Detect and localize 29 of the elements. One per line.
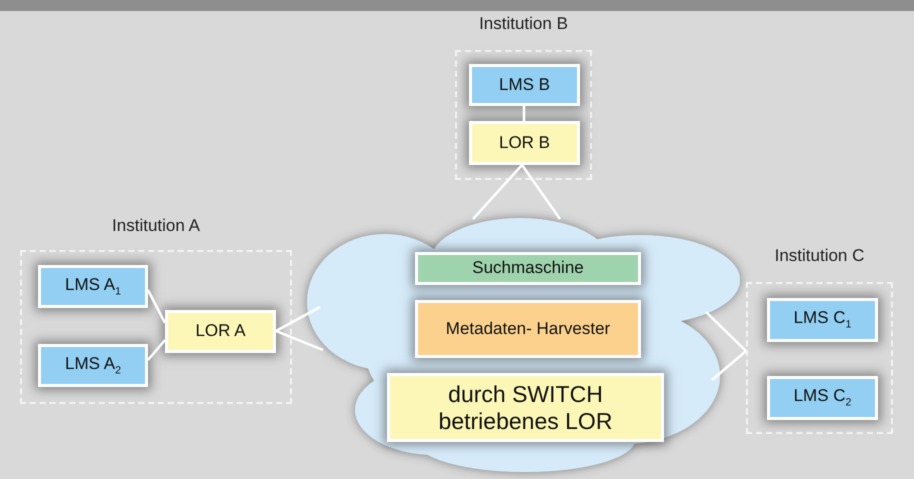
box-label: LMS C$_{2}$: [794, 386, 852, 410]
box-label: Metadaten- Harvester: [446, 318, 610, 340]
group-heading: Institution C: [774, 245, 866, 267]
connector-line: [147, 339, 166, 361]
system-box: [469, 64, 580, 106]
box-label: LOR B: [498, 132, 550, 154]
connector-line: [704, 310, 748, 382]
system-box: [767, 376, 878, 420]
system-box: [38, 344, 148, 387]
box-label: LMS A$_{2}$: [65, 354, 121, 378]
box-label: durch SWITCH betriebenes LOR: [438, 381, 614, 434]
connector-line: [472, 164, 562, 220]
system-box: [767, 298, 878, 342]
system-box: [415, 300, 641, 358]
box-label: LMS A$_{1}$: [65, 274, 121, 298]
connector-line: [522, 106, 526, 121]
connector-line: [146, 289, 166, 324]
system-box: [415, 252, 641, 285]
group-heading: Institution B: [478, 13, 569, 35]
system-box: [165, 310, 276, 353]
box-label: LMS C$_{1}$: [794, 308, 852, 332]
system-box: [38, 265, 148, 308]
box-label: LMS B: [498, 74, 550, 96]
box-label: LOR A: [195, 321, 246, 342]
system-box: [387, 373, 664, 442]
system-box: [469, 121, 580, 165]
group-heading: Institution A: [111, 215, 201, 237]
box-label: Suchmaschine: [472, 258, 584, 279]
connector-line: [274, 306, 324, 352]
